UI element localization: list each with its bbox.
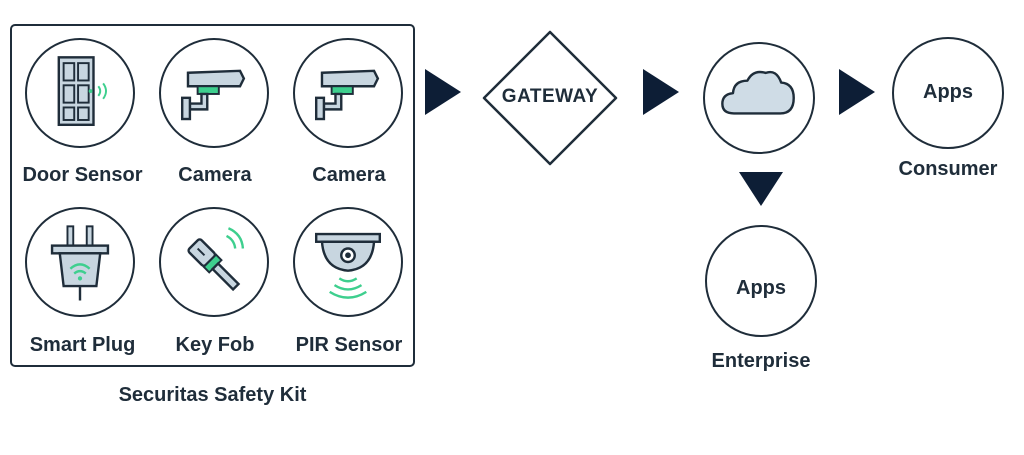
smart-plug-icon [25, 207, 135, 317]
flow-arrow-right [643, 69, 679, 115]
flow-arrow-down [739, 172, 783, 206]
gateway-label: GATEWAY [501, 86, 599, 107]
gateway-node: GATEWAY [480, 28, 620, 168]
device-label-camera: Camera [178, 164, 252, 186]
device-label-key-fob: Key Fob [175, 334, 255, 356]
gateway-diamond [482, 30, 618, 166]
consumer-apps-node: Apps [892, 37, 1004, 149]
kit-caption: Securitas Safety Kit [118, 384, 307, 406]
cloud-node [703, 42, 815, 154]
device-label-camera: Camera [312, 164, 386, 186]
door-sensor-icon [25, 38, 135, 148]
flow-arrow-right [425, 69, 461, 115]
cloud-icon [721, 70, 795, 115]
key-fob-icon [159, 207, 269, 317]
consumer-caption: Consumer [898, 158, 998, 180]
device-label-door-sensor: Door Sensor [22, 164, 143, 186]
device-label-smart-plug: Smart Plug [29, 334, 136, 356]
enterprise-apps-label: Apps [736, 277, 786, 299]
flow-arrow-right [839, 69, 875, 115]
enterprise-caption: Enterprise [711, 350, 811, 372]
safety-kit-box [10, 24, 415, 367]
consumer-apps-label: Apps [923, 81, 973, 103]
enterprise-apps-node: Apps [705, 225, 817, 337]
camera-icon [159, 38, 269, 148]
camera-icon [293, 38, 403, 148]
device-label-pir-sensor: PIR Sensor [295, 334, 403, 356]
pir-sensor-icon [293, 207, 403, 317]
